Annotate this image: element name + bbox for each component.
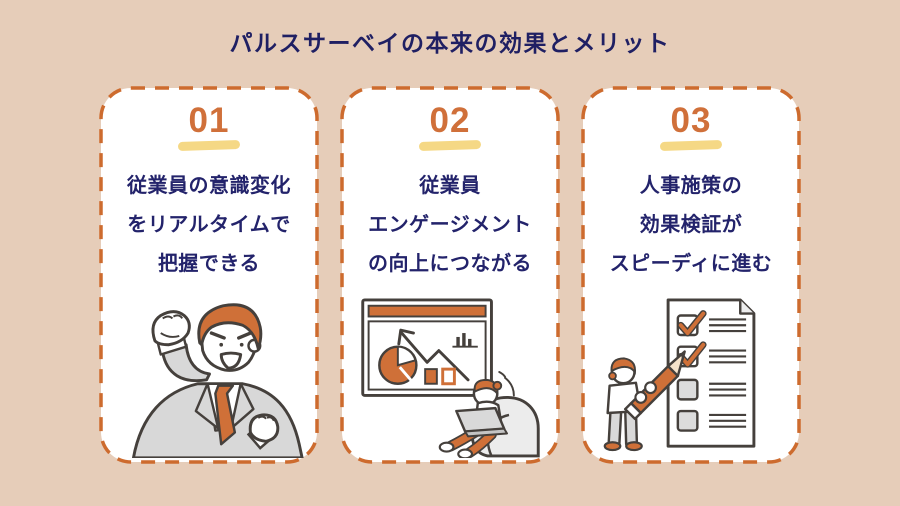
card-03-marker-underline — [659, 139, 723, 152]
card-01-dashed-border — [99, 86, 319, 464]
card-01: 01 従業員の意識変化 をリアルタイムで 把握できる — [99, 86, 319, 464]
businessman-fist-pump-illustration — [112, 290, 307, 458]
person-checking-checklist-illustration — [594, 290, 789, 458]
card-01-text: 従業員の意識変化 をリアルタイムで 把握できる — [127, 167, 291, 284]
card-01-number: 01 — [188, 101, 230, 140]
card-03-content: 03 人事施策の 効果検証が スピーディに進む — [581, 86, 801, 464]
card-02-number: 02 — [429, 101, 471, 140]
card-02-text-line3: の向上につながる — [368, 253, 532, 275]
card-03-text: 人事施策の 効果検証が スピーディに進む — [610, 167, 773, 284]
card-02-text: 従業員 エンゲージメント の向上につながる — [368, 167, 532, 284]
person-with-chart-illustration — [353, 290, 548, 458]
card-02: 02 従業員 エンゲージメント の向上につながる — [340, 86, 560, 464]
card-01-text-line3: 把握できる — [157, 253, 261, 275]
card-02-text-line1: 従業員 — [419, 175, 481, 197]
card-01-marker-underline — [177, 139, 241, 152]
cards-container: 01 従業員の意識変化 をリアルタイムで 把握できる — [99, 86, 801, 464]
card-01-text-line2: をリアルタイムで — [127, 214, 291, 236]
card-03-number: 03 — [670, 101, 712, 140]
card-02-text-line2: エンゲージメント — [368, 214, 532, 236]
card-03-text-line1: 人事施策の — [639, 175, 743, 197]
card-01-content: 01 従業員の意識変化 をリアルタイムで 把握できる — [99, 86, 319, 464]
card-01-text-line1: 従業員の意識変化 — [127, 175, 291, 197]
card-03-text-line3: スピーディに進む — [609, 253, 773, 275]
card-03-text-line2: 効果検証が — [639, 214, 743, 236]
card-03: 03 人事施策の 効果検証が スピーディに進む — [581, 86, 801, 464]
card-02-marker-underline — [418, 139, 482, 152]
card-02-content: 02 従業員 エンゲージメント の向上につながる — [340, 86, 560, 464]
page-title: パルスサーベイの本来の効果とメリット — [229, 30, 671, 56]
